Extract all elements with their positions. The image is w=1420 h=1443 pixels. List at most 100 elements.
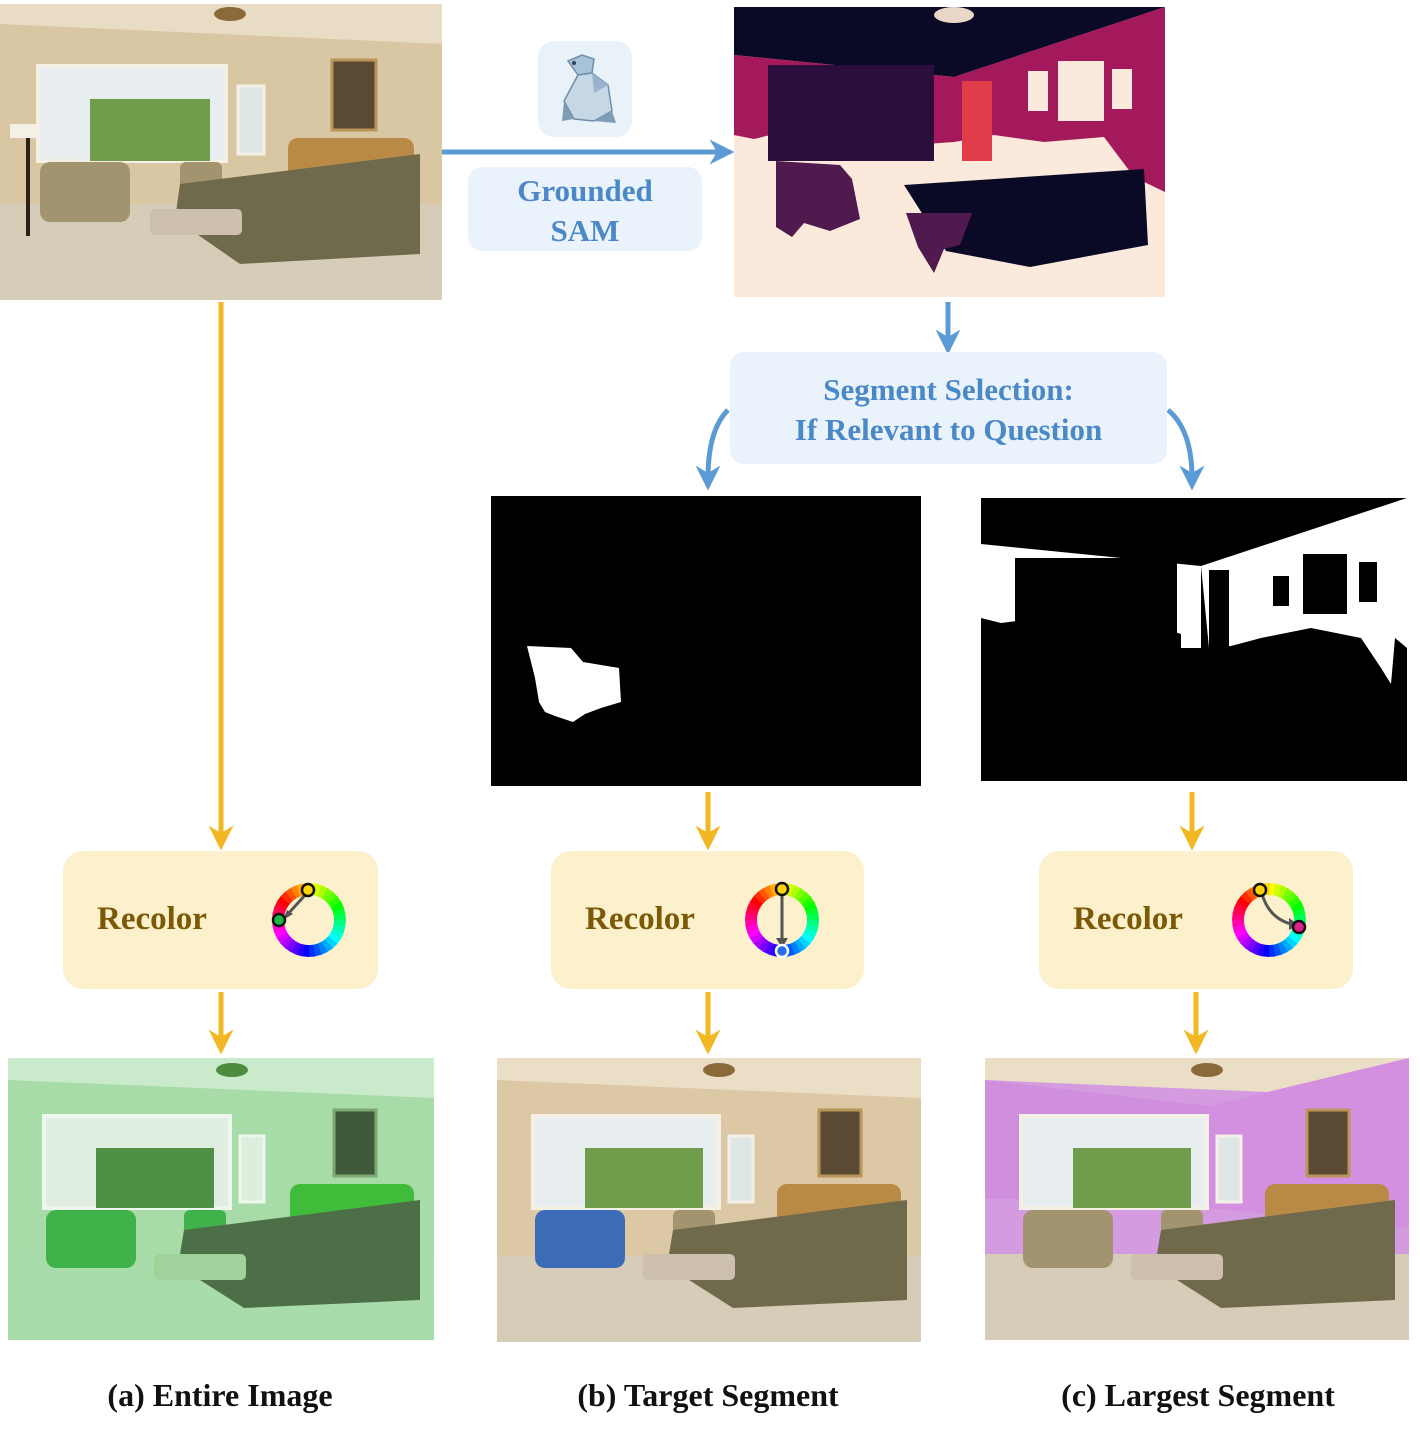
hue-segment bbox=[276, 932, 290, 944]
grounded-sam-line2: SAM bbox=[550, 213, 620, 248]
hue-segment bbox=[798, 891, 811, 905]
output-image-largest bbox=[985, 1058, 1409, 1340]
hue-segment bbox=[805, 924, 819, 934]
hue-segment bbox=[274, 900, 288, 912]
hue-segment bbox=[321, 887, 334, 902]
hue-segment bbox=[1233, 928, 1248, 939]
hue-segment bbox=[330, 928, 344, 940]
largest-segment-mask bbox=[981, 498, 1407, 781]
hue-segment bbox=[1277, 885, 1289, 899]
hue-segment bbox=[790, 885, 802, 899]
hue-segment bbox=[1288, 896, 1302, 908]
segment-selection-line1: Segment Selection: bbox=[823, 372, 1074, 407]
hue-segment bbox=[747, 900, 761, 912]
hue-ring bbox=[1232, 883, 1306, 957]
hue-segment bbox=[749, 932, 763, 944]
target-segment-mask bbox=[491, 496, 921, 786]
hue-segment bbox=[1284, 936, 1298, 949]
hue-segment bbox=[1290, 901, 1305, 912]
hue-segment bbox=[280, 935, 293, 949]
hue-segment bbox=[308, 944, 316, 957]
hue-segment bbox=[746, 928, 761, 939]
hue-segment bbox=[753, 891, 767, 904]
hue-segment bbox=[758, 887, 770, 901]
hue-segment bbox=[1281, 939, 1293, 953]
sam-icon-tile bbox=[538, 41, 632, 137]
hue-segment bbox=[1232, 906, 1246, 916]
hue-segment bbox=[745, 923, 759, 933]
hue-segment bbox=[1292, 907, 1306, 917]
hue-segment bbox=[333, 913, 346, 921]
hue-segment bbox=[1249, 941, 1261, 955]
caption-entire-image: (a) Entire Image bbox=[107, 1377, 333, 1413]
hue-segment bbox=[312, 943, 322, 957]
hue-segment bbox=[330, 901, 345, 912]
hue-segment bbox=[1232, 923, 1246, 933]
hue-segment bbox=[325, 891, 338, 905]
hue-segment bbox=[313, 883, 323, 897]
hue-segment bbox=[1287, 932, 1302, 945]
segment-selection-line2: If Relevant to Question bbox=[794, 412, 1103, 447]
hue-segment bbox=[797, 936, 811, 949]
recolor-box-c: Recolor bbox=[1039, 851, 1353, 989]
arrow-selection-to-target bbox=[695, 408, 730, 491]
hue-segment bbox=[332, 924, 346, 934]
hue-segment bbox=[317, 885, 329, 899]
hue-segment bbox=[805, 907, 819, 917]
output-image-entire bbox=[8, 1058, 434, 1340]
hue-segment bbox=[328, 896, 342, 908]
hue-segment bbox=[280, 891, 294, 904]
caption-largest-segment: (c) Largest Segment bbox=[1061, 1377, 1335, 1413]
hue-segment bbox=[317, 941, 328, 956]
hue-segment bbox=[757, 938, 770, 953]
hue-segment bbox=[803, 901, 818, 912]
hue-segment bbox=[801, 896, 815, 908]
recolor-label-b: Recolor bbox=[585, 901, 695, 937]
hue-segment bbox=[1277, 941, 1288, 956]
hue-segment bbox=[327, 932, 342, 945]
hue-segment bbox=[790, 941, 801, 956]
hue-segment bbox=[1245, 887, 1257, 901]
hue-segment bbox=[1234, 900, 1248, 912]
recolor-label-c: Recolor bbox=[1073, 901, 1183, 937]
hue-segment bbox=[1272, 943, 1282, 957]
hue-segment bbox=[745, 906, 759, 916]
segment-selection-box: Segment Selection: If Relevant to Questi… bbox=[730, 352, 1167, 464]
hue-segment bbox=[1273, 883, 1283, 897]
sam-segmentation-map bbox=[734, 7, 1165, 297]
color-wheel-icon bbox=[271, 882, 346, 957]
hue-segment bbox=[794, 887, 807, 902]
recolor-box-a: Recolor bbox=[63, 851, 378, 989]
polar-bear-icon bbox=[562, 54, 616, 123]
hue-segment bbox=[803, 928, 817, 940]
hue-segment bbox=[1255, 943, 1265, 957]
hue-segment bbox=[763, 884, 774, 899]
hue-segment bbox=[285, 887, 297, 901]
recolor-label-a: Recolor bbox=[97, 901, 207, 937]
hue-segment bbox=[745, 919, 758, 927]
hue-segment bbox=[1293, 913, 1306, 921]
hue-segment bbox=[273, 928, 288, 939]
hue-segment bbox=[321, 939, 333, 953]
hue-segment bbox=[295, 943, 305, 957]
input-bedroom-image bbox=[0, 4, 442, 300]
hue-segment bbox=[800, 932, 815, 945]
hue-segment bbox=[794, 939, 806, 953]
hue-segment bbox=[1236, 895, 1251, 908]
hue-segment bbox=[324, 936, 338, 949]
hue-segment bbox=[289, 941, 301, 955]
hue-segment bbox=[284, 938, 297, 953]
hue-segment bbox=[1281, 887, 1294, 902]
hue-segment bbox=[1240, 935, 1253, 949]
hue-segment bbox=[1236, 932, 1250, 944]
hue-segment bbox=[276, 895, 291, 908]
hue-segment bbox=[762, 941, 774, 955]
recolor-box-b: Recolor bbox=[551, 851, 864, 989]
hue-segment bbox=[1285, 891, 1298, 905]
grounded-sam-box: Grounded SAM bbox=[468, 167, 702, 251]
armchair-mask bbox=[527, 646, 621, 722]
grounded-sam-line1: Grounded bbox=[517, 173, 653, 208]
caption-target-segment: (b) Target Segment bbox=[577, 1377, 839, 1413]
hue-segment bbox=[753, 935, 766, 949]
arrow-selection-to-largest bbox=[1166, 408, 1205, 491]
